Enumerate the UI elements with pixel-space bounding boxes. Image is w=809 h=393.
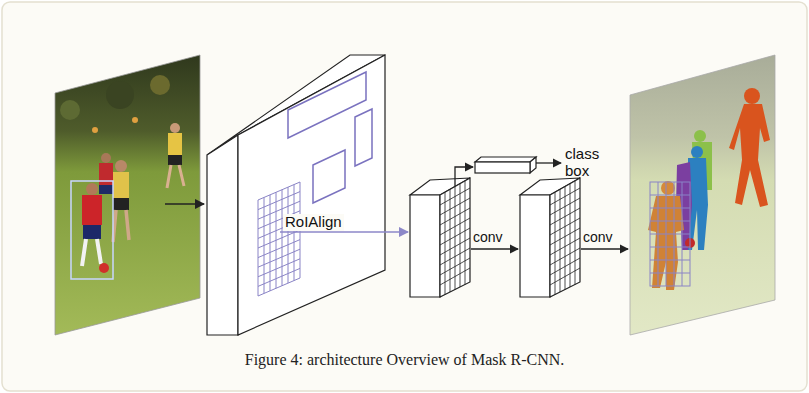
roi-grid-part: [258, 182, 300, 296]
input-photo-part: [150, 75, 170, 95]
output-segmentation-part: [744, 88, 760, 104]
fc-layer-box-part: [475, 157, 536, 162]
input-photo-part: [113, 210, 129, 242]
output-segmentation-part-part: [650, 182, 690, 286]
input-photo-part: [71, 181, 113, 279]
fc-layer-box-part: [475, 162, 530, 173]
fc-layer-box-part: [530, 157, 536, 173]
output-segmentation-part: [729, 104, 770, 207]
input-photo-part: [99, 263, 109, 273]
region-proposal-part: [313, 150, 345, 203]
input-photo-part: [86, 183, 98, 195]
input-photo-part: [101, 153, 111, 163]
mask-feature-block-part: [520, 195, 550, 297]
feature-map-block-part: [238, 55, 385, 335]
figure-caption: Figure 4: architecture Overview of Mask …: [0, 351, 809, 369]
output-segmentation: [625, 50, 780, 340]
operation-label: conv: [583, 230, 613, 245]
branch-arrow: [455, 167, 473, 186]
input-photo-part: [92, 127, 98, 133]
head-feature-block-part: [410, 195, 440, 297]
head-feature-block-part: [445, 181, 465, 295]
roi-grid-part: [258, 192, 300, 287]
input-photo-part: [113, 172, 129, 198]
input-photo-part: [83, 225, 101, 239]
feature-map-block-part: [207, 135, 238, 335]
conv-arrow: [471, 248, 518, 249]
output-segmentation-part-part: [650, 182, 690, 286]
input-photo: [50, 50, 205, 340]
conv-arrow: [581, 248, 628, 249]
output-label: class box: [565, 146, 605, 179]
input-arrow: [165, 203, 204, 205]
mask-feature-block: [520, 178, 580, 297]
head-feature-block-part: [440, 178, 470, 297]
operation-label: RoIAlign: [283, 214, 344, 231]
output-segmentation-part: [650, 182, 690, 286]
mask-feature-block-part: [550, 178, 580, 297]
input-photo-part: [115, 160, 127, 172]
input-photo-part: [132, 117, 138, 123]
roialign-arrow: [280, 231, 408, 233]
input-photo-part: [167, 165, 184, 188]
fc-layer-box: [475, 157, 536, 173]
feature-map-block: [207, 55, 385, 335]
roi-grid: [258, 182, 300, 296]
photo-frame: [55, 55, 200, 335]
output-segmentation-part: [625, 50, 780, 340]
head-feature-block: [410, 178, 470, 297]
input-photo-part: [60, 100, 80, 120]
region-proposal: [288, 72, 372, 203]
head-feature-block-part: [440, 188, 470, 285]
photo-frame: [630, 55, 775, 335]
output-segmentation-part: [694, 130, 706, 142]
output-segmentation-part: [691, 146, 703, 158]
input-photo-part: [82, 195, 102, 225]
input-photo-part: [170, 123, 180, 133]
input-photo-part: [168, 133, 182, 155]
region-proposal-part: [355, 109, 372, 166]
operation-label: conv: [473, 230, 503, 245]
class-box-arrow: [536, 162, 561, 163]
input-photo-part: [106, 81, 134, 109]
input-photo-part: [168, 155, 182, 165]
input-photo-part: [50, 50, 205, 340]
input-photo-part: [99, 185, 113, 194]
mask-feature-block-part: [550, 188, 580, 285]
mask-feature-block-part: [555, 181, 575, 295]
input-photo-part: [113, 198, 129, 210]
input-photo-part: [82, 239, 101, 266]
output-segmentation-part: [661, 181, 675, 195]
